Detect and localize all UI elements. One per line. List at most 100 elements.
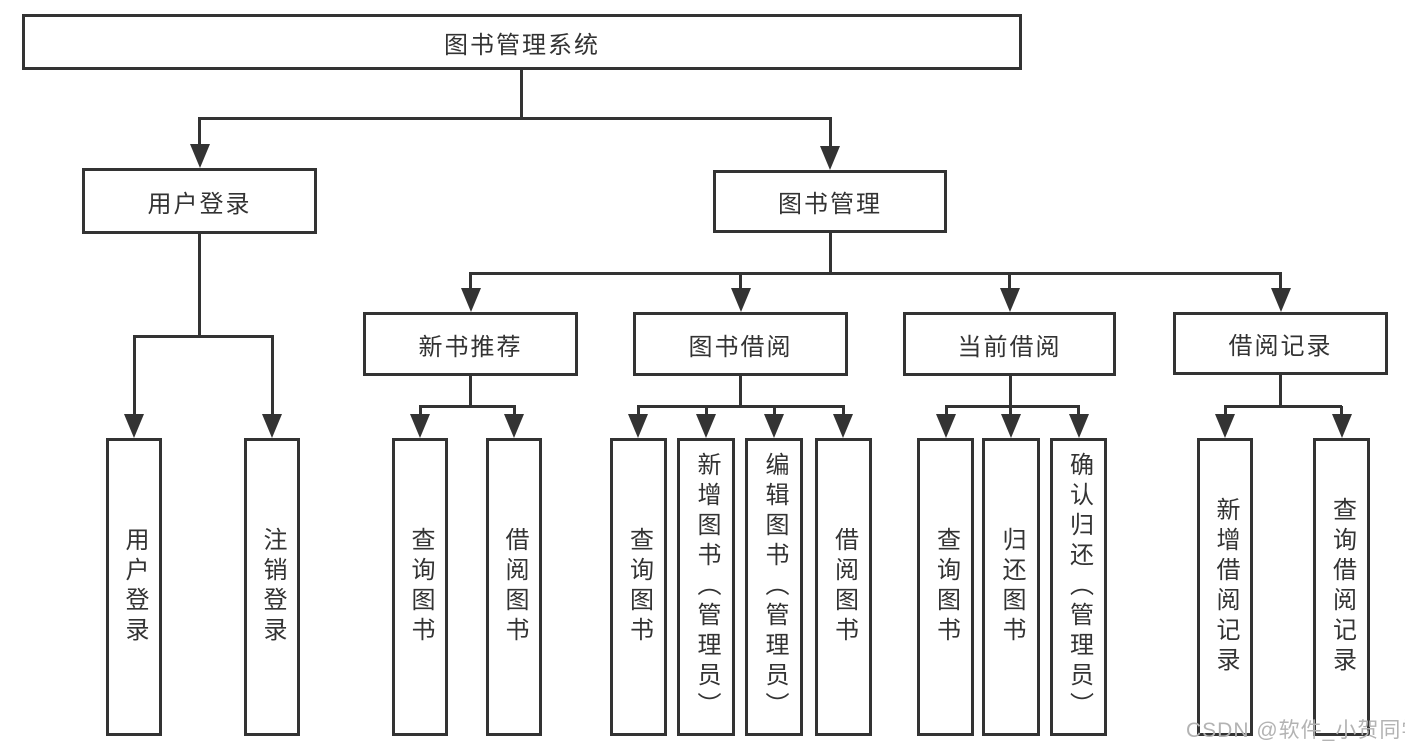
- connector-level1-hline: [198, 116, 832, 120]
- arrow-shaft: [704, 406, 708, 420]
- connector-book-borrow-stem: [739, 376, 742, 406]
- connector-arrow-nb-borrow: [504, 406, 524, 438]
- leaf-bb-query-books: 查询图书: [610, 438, 667, 736]
- connector-arrow-nb-query: [410, 406, 430, 438]
- arrow-shaft: [1077, 406, 1080, 420]
- node-current-borrow-label: 当前借阅: [957, 333, 1062, 361]
- arrow-shaft: [1223, 406, 1227, 420]
- leaf-cb-return-books-label: 归还图书: [998, 527, 1025, 647]
- arrow-head-icon: [410, 414, 430, 438]
- connector-arrow-cb-query: [936, 406, 956, 438]
- leaf-nb-query-books-label: 查询图书: [407, 527, 434, 647]
- arrow-shaft: [828, 118, 832, 152]
- connector-arrow-cb-return: [1000, 406, 1021, 438]
- connector-new-book-rec-stem: [469, 376, 472, 406]
- connector-arrow-new-book-rec: [460, 273, 481, 312]
- node-book-borrow-label: 图书借阅: [688, 333, 793, 361]
- connector-arrow-bb-query: [628, 406, 648, 438]
- arrow-head-icon: [764, 414, 784, 438]
- leaf-cb-confirm-return-admin-label: 确认归还（管理员）: [1065, 452, 1093, 722]
- arrow-head-icon: [1215, 414, 1235, 438]
- arrow-head-icon: [833, 414, 853, 438]
- arrow-head-icon: [820, 146, 840, 170]
- leaf-cb-query-books-label: 查询图书: [932, 527, 960, 647]
- leaf-bb-add-books-admin: 新增图书（管理员）: [677, 438, 735, 736]
- node-book-mgmt-label: 图书管理: [778, 191, 882, 218]
- leaf-br-query-record: 查询借阅记录: [1313, 438, 1370, 736]
- connector-level2-hline: [469, 271, 1282, 275]
- arrow-shaft: [772, 406, 776, 420]
- connector-arrow-leaf-logout: [262, 336, 282, 438]
- leaf-bb-query-books-label: 查询图书: [625, 527, 653, 647]
- connector-arrow-current-borrow: [999, 273, 1020, 312]
- arrow-head-icon: [189, 144, 210, 168]
- csdn-watermark: CSDN @软件_小贺同学: [1186, 719, 1405, 742]
- connector-borrow-records-splitter: [1223, 404, 1342, 408]
- node-book-mgmt: 图书管理: [713, 170, 947, 233]
- node-user-login-label: 用户登录: [147, 190, 252, 218]
- connector-arrow-book-mgmt: [820, 118, 840, 170]
- arrow-shaft: [1009, 406, 1012, 420]
- arrow-head-icon: [124, 414, 144, 438]
- connector-book-mgmt-stem: [828, 233, 832, 275]
- node-library-system-label: 图书管理系统: [444, 31, 600, 59]
- arrow-head-icon: [730, 288, 751, 312]
- arrow-shaft: [132, 336, 136, 420]
- connector-arrow-user-login: [189, 118, 210, 168]
- leaf-br-query-record-label: 查询借阅记录: [1328, 497, 1356, 677]
- arrow-shaft: [944, 406, 948, 420]
- connector-arrow-borrow-records: [1270, 273, 1291, 312]
- connector-arrow-book-borrow: [730, 273, 751, 312]
- arrow-head-icon: [1331, 414, 1352, 438]
- arrow-head-icon: [628, 414, 648, 438]
- leaf-bb-edit-books-admin: 编辑图书（管理员）: [745, 438, 803, 736]
- node-new-book-rec-label: 新书推荐: [418, 333, 523, 361]
- arrow-shaft: [418, 406, 422, 420]
- connector-arrow-cb-confirm: [1068, 406, 1089, 438]
- leaf-br-add-record: 新增借阅记录: [1197, 438, 1253, 736]
- connector-user-login-splitter: [132, 334, 274, 338]
- connector-arrow-bb-add: [696, 406, 716, 438]
- arrow-shaft: [636, 406, 640, 420]
- connector-arrow-leaf-user-login: [124, 336, 144, 438]
- leaf-logout: 注销登录: [244, 438, 300, 736]
- leaf-user-login: 用户登录: [106, 438, 162, 736]
- leaf-cb-confirm-return-admin: 确认归还（管理员）: [1050, 438, 1107, 736]
- leaf-user-login-label: 用户登录: [121, 527, 148, 647]
- connector-arrow-bb-edit: [764, 406, 784, 438]
- connector-new-book-rec-splitter: [418, 404, 516, 408]
- arrow-shaft: [512, 406, 516, 420]
- leaf-cb-query-books: 查询图书: [917, 438, 974, 736]
- arrow-head-icon: [504, 414, 524, 438]
- leaf-bb-add-books-admin-label: 新增图书（管理员）: [693, 452, 720, 722]
- leaf-br-add-record-label: 新增借阅记录: [1212, 497, 1239, 677]
- leaf-bb-edit-books-admin-label: 编辑图书（管理员）: [761, 452, 788, 722]
- connector-borrow-records-stem: [1279, 375, 1282, 406]
- arrow-head-icon: [460, 288, 481, 312]
- arrow-head-icon: [696, 414, 716, 438]
- arrow-shaft: [198, 118, 201, 150]
- leaf-bb-borrow-books: 借阅图书: [815, 438, 872, 736]
- node-borrow-records: 借阅记录: [1173, 312, 1388, 375]
- node-library-system: 图书管理系统: [22, 14, 1022, 70]
- leaf-logout-label: 注销登录: [259, 527, 286, 647]
- node-book-borrow: 图书借阅: [633, 312, 848, 376]
- node-new-book-rec: 新书推荐: [363, 312, 578, 376]
- connector-arrow-br-query: [1331, 406, 1352, 438]
- arrow-head-icon: [1000, 414, 1021, 438]
- arrow-shaft: [1008, 273, 1011, 294]
- leaf-nb-borrow-books-label: 借阅图书: [501, 527, 528, 647]
- arrow-shaft: [1279, 273, 1282, 294]
- connector-current-borrow-stem: [1008, 376, 1012, 406]
- arrow-head-icon: [999, 288, 1020, 312]
- node-current-borrow: 当前借阅: [903, 312, 1116, 376]
- connector-user-login-stem: [198, 234, 201, 337]
- arrow-shaft: [1340, 406, 1343, 420]
- leaf-nb-borrow-books: 借阅图书: [486, 438, 542, 736]
- arrow-head-icon: [262, 414, 282, 438]
- arrow-head-icon: [936, 414, 956, 438]
- connector-root-stem: [519, 70, 523, 119]
- leaf-cb-return-books: 归还图书: [982, 438, 1040, 736]
- arrow-shaft: [469, 273, 472, 294]
